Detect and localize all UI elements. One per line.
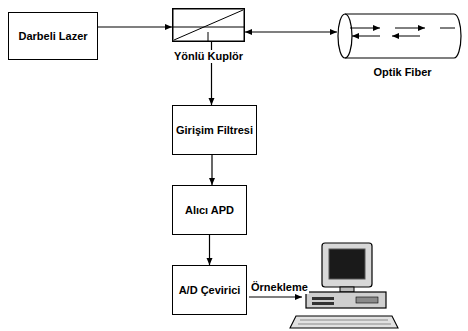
node-label: Yönlü Kuplör — [172, 50, 245, 63]
coupler-outline — [172, 8, 245, 42]
filter-box: Girişim Filtresi — [172, 105, 257, 155]
sampling-arrow — [249, 296, 302, 297]
node-label: Optik Fiber — [371, 66, 433, 79]
connector-arrow — [245, 31, 337, 32]
receiver-box: Alıcı APD — [172, 185, 247, 235]
signal-label: Örnekleme — [250, 281, 309, 294]
coupler-box: Yönlü Kuplör — [172, 8, 245, 42]
node-label: Alıcı APD — [185, 204, 234, 217]
converter-box: A/D Çevirici — [172, 265, 247, 315]
node-label: Darbeli Lazer — [18, 30, 87, 43]
connector-arrow — [98, 26, 172, 27]
fiber-outline — [337, 13, 468, 59]
node-label: A/D Çevirici — [179, 284, 241, 297]
fiber-pulses — [350, 28, 455, 36]
node-label: Girişim Filtresi — [176, 124, 253, 137]
connector-arrow — [209, 235, 210, 265]
fiber-cylinder: Optik Fiber — [337, 14, 468, 58]
laser-box: Darbeli Lazer — [8, 12, 98, 60]
connector-arrow — [211, 155, 212, 185]
